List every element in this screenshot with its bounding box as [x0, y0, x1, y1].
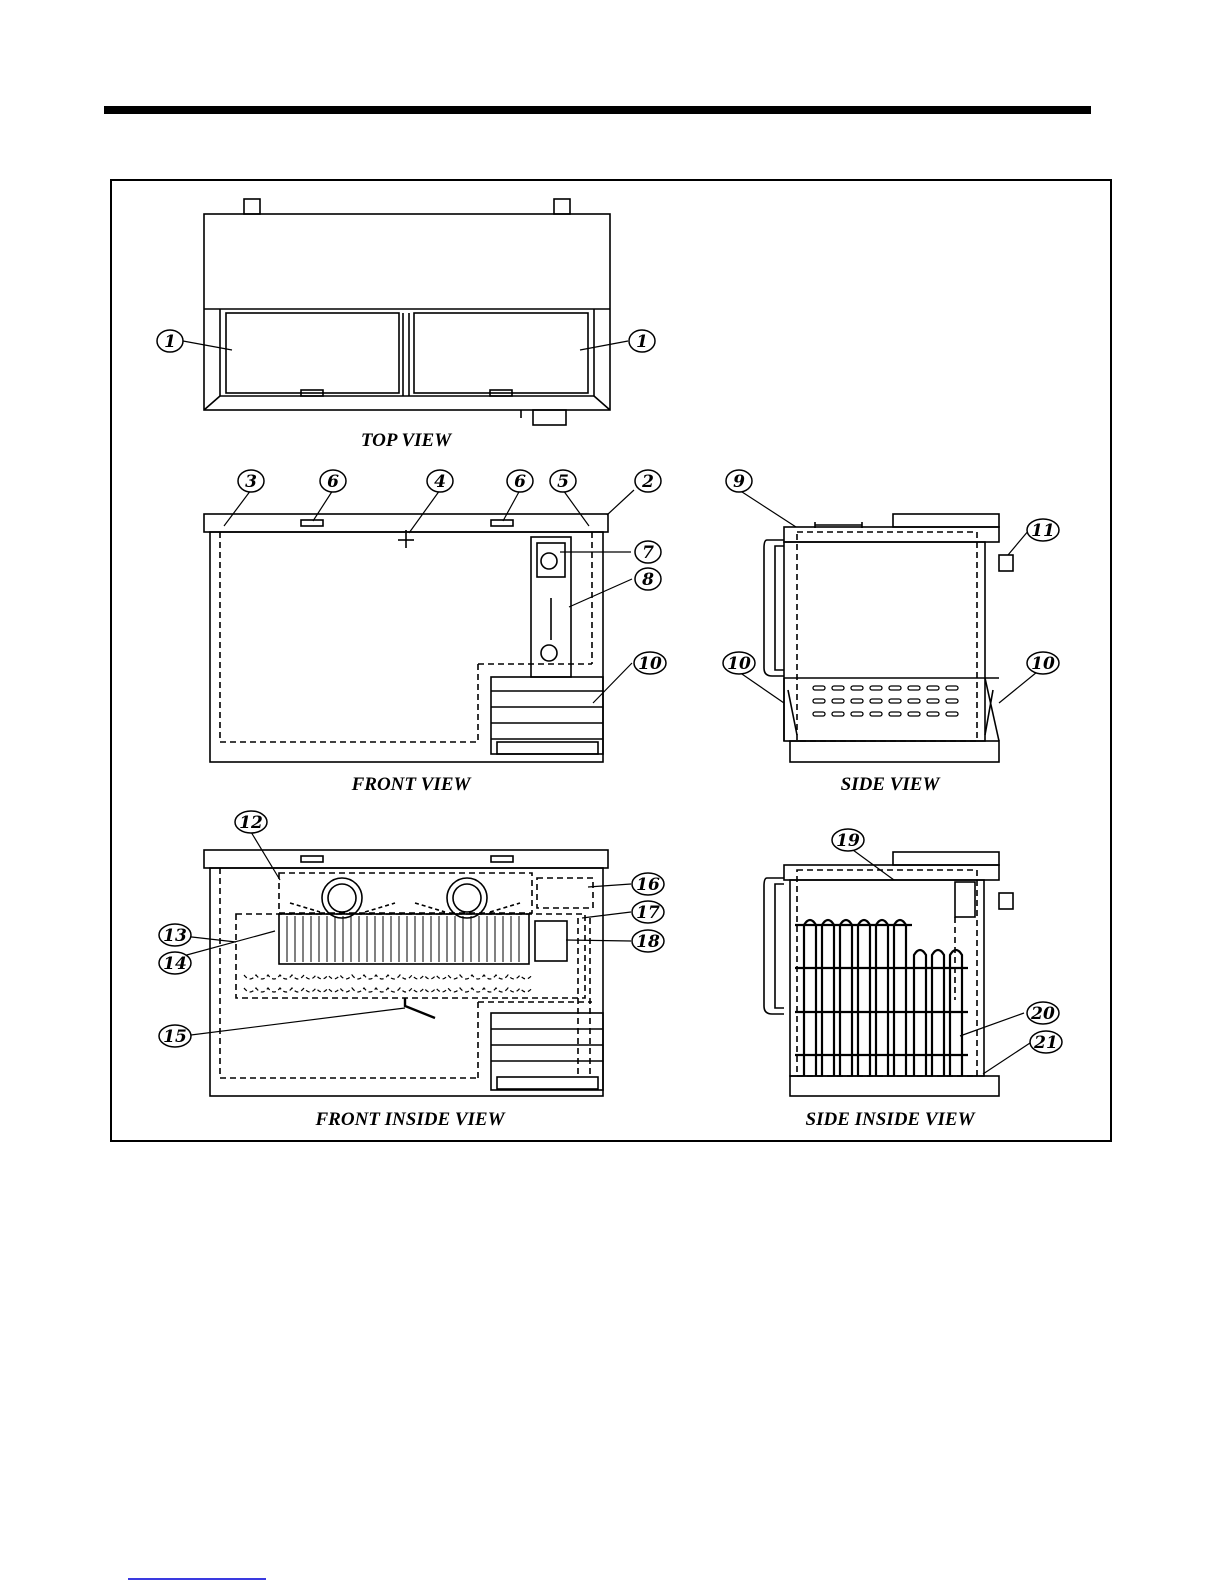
- callout-8: 8: [635, 568, 661, 590]
- top-view-drawing: [204, 199, 610, 425]
- callout-2: 2: [635, 470, 661, 492]
- svg-text:21: 21: [1033, 1033, 1058, 1053]
- side-view-drawing: [764, 514, 1013, 762]
- callout-bubbles: 1 1 3 6 4 6 5 2 7 8 10 9 11 10 10 12 13 …: [157, 330, 1062, 1053]
- callout-18: 18: [632, 930, 664, 952]
- side-inside-view-title: SIDE INSIDE VIEW: [806, 1109, 976, 1130]
- svg-text:18: 18: [636, 932, 660, 952]
- svg-text:12: 12: [239, 813, 263, 833]
- svg-text:10: 10: [638, 654, 662, 674]
- callout-10-side-right: 10: [1027, 652, 1059, 674]
- svg-text:6: 6: [327, 472, 339, 492]
- callout-12: 12: [235, 811, 267, 833]
- callout-16: 16: [632, 873, 664, 895]
- svg-text:16: 16: [636, 875, 660, 895]
- callout-1-right: 1: [629, 330, 655, 352]
- callout-10-side-left: 10: [723, 652, 755, 674]
- svg-text:1: 1: [164, 332, 176, 352]
- svg-text:6: 6: [514, 472, 526, 492]
- side-inside-view-drawing: [764, 852, 1013, 1096]
- svg-text:11: 11: [1031, 521, 1055, 541]
- svg-text:8: 8: [641, 570, 654, 590]
- callout-10-front: 10: [634, 652, 666, 674]
- svg-text:2: 2: [641, 472, 654, 492]
- callout-13: 13: [159, 924, 191, 946]
- callout-17: 17: [632, 901, 664, 923]
- side-view-title: SIDE VIEW: [841, 774, 941, 795]
- callout-19: 19: [832, 829, 864, 851]
- callout-21: 21: [1030, 1031, 1062, 1053]
- callout-6-right: 6: [507, 470, 533, 492]
- svg-text:14: 14: [163, 954, 187, 974]
- svg-text:5: 5: [557, 472, 569, 492]
- callout-9: 9: [726, 470, 752, 492]
- svg-text:10: 10: [727, 654, 751, 674]
- front-view-drawing: [204, 514, 608, 762]
- svg-text:19: 19: [836, 831, 860, 851]
- svg-text:3: 3: [245, 472, 257, 492]
- svg-text:13: 13: [163, 926, 187, 946]
- callout-7: 7: [635, 541, 661, 563]
- callout-11: 11: [1027, 519, 1059, 541]
- callout-14: 14: [159, 952, 191, 974]
- callout-4: 4: [427, 470, 453, 492]
- svg-text:15: 15: [163, 1027, 187, 1047]
- callout-1-left: 1: [157, 330, 183, 352]
- svg-text:1: 1: [636, 332, 648, 352]
- svg-text:17: 17: [636, 903, 660, 923]
- svg-text:9: 9: [733, 472, 745, 492]
- callout-6-left: 6: [320, 470, 346, 492]
- front-inside-view-drawing: [204, 850, 608, 1096]
- front-inside-view-title: FRONT INSIDE VIEW: [315, 1109, 506, 1130]
- svg-text:20: 20: [1030, 1004, 1055, 1024]
- callout-3: 3: [238, 470, 264, 492]
- callout-15: 15: [159, 1025, 191, 1047]
- svg-text:10: 10: [1031, 654, 1055, 674]
- callout-5: 5: [550, 470, 576, 492]
- top-view-title: TOP VIEW: [361, 430, 452, 451]
- svg-text:7: 7: [642, 543, 654, 563]
- footer-link-underline: [128, 1578, 266, 1580]
- callout-20: 20: [1027, 1002, 1059, 1024]
- svg-text:4: 4: [434, 472, 446, 492]
- front-view-title: FRONT VIEW: [351, 774, 472, 795]
